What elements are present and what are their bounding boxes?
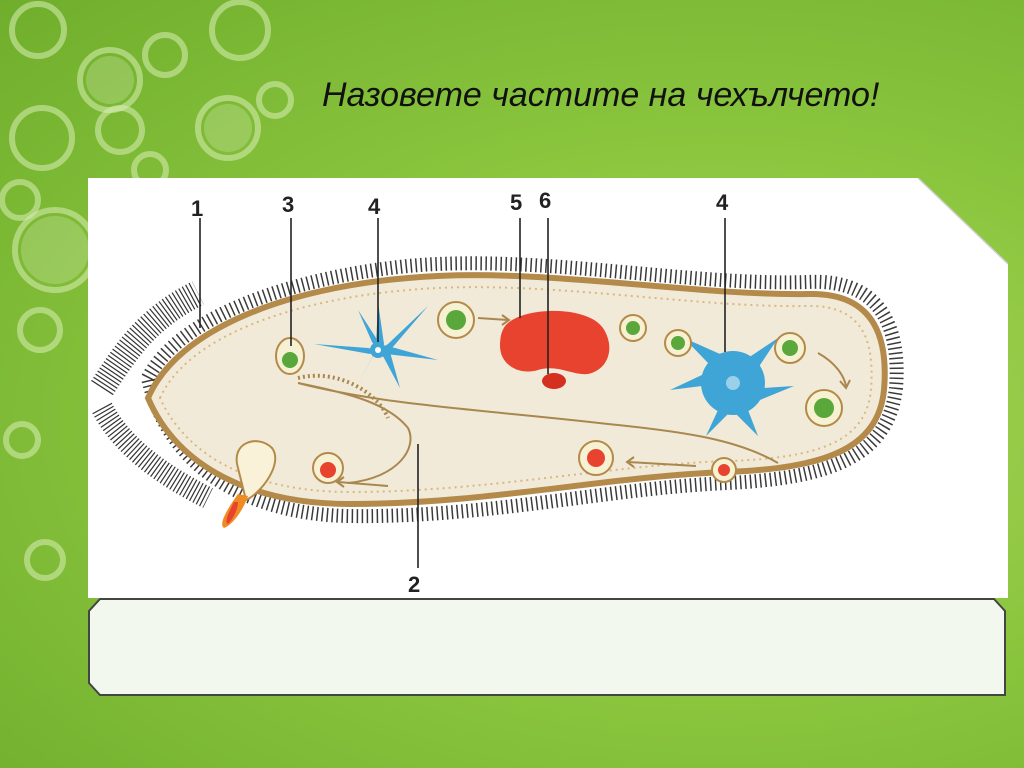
label-6: 6 [539,188,551,213]
micronucleus [542,373,566,389]
label-5: 5 [510,190,522,215]
contractile-vacuole-right [670,338,794,436]
cell-body [144,272,888,508]
food-vacuole [578,440,614,476]
leader-lines [199,218,726,568]
food-vacuole [774,332,806,364]
label-2: 2 [408,572,420,597]
food-vacuole [275,337,305,375]
paramecium-diagram: 1 3 4 5 6 4 2 [91,188,904,597]
food-vacuole [619,314,647,342]
anterior-cilia-lower [92,402,213,508]
contractile-vacuole-left [314,302,438,388]
label-3: 3 [282,192,294,217]
macronucleus [500,310,610,375]
diagram-card: 1 3 4 5 6 4 2 [88,178,1008,598]
cilia [140,256,904,524]
label-4-right: 4 [716,190,729,215]
food-vacuole [805,389,843,427]
food-vacuoles [275,301,843,484]
flow-arrows [335,314,851,488]
food-vacuole [437,301,475,339]
diagram-labels: 1 3 4 5 6 4 2 [191,188,729,597]
label-1: 1 [191,196,203,221]
label-4-left: 4 [368,194,381,219]
food-vacuole [312,452,344,484]
anal-pore [222,440,277,528]
answer-input[interactable] [110,618,984,678]
slide-title: Назовете частите на чехълчето! [322,76,880,114]
food-vacuole [711,457,737,483]
food-vacuole [664,329,692,357]
oral-groove [297,382,779,484]
anterior-cilia [91,281,204,396]
